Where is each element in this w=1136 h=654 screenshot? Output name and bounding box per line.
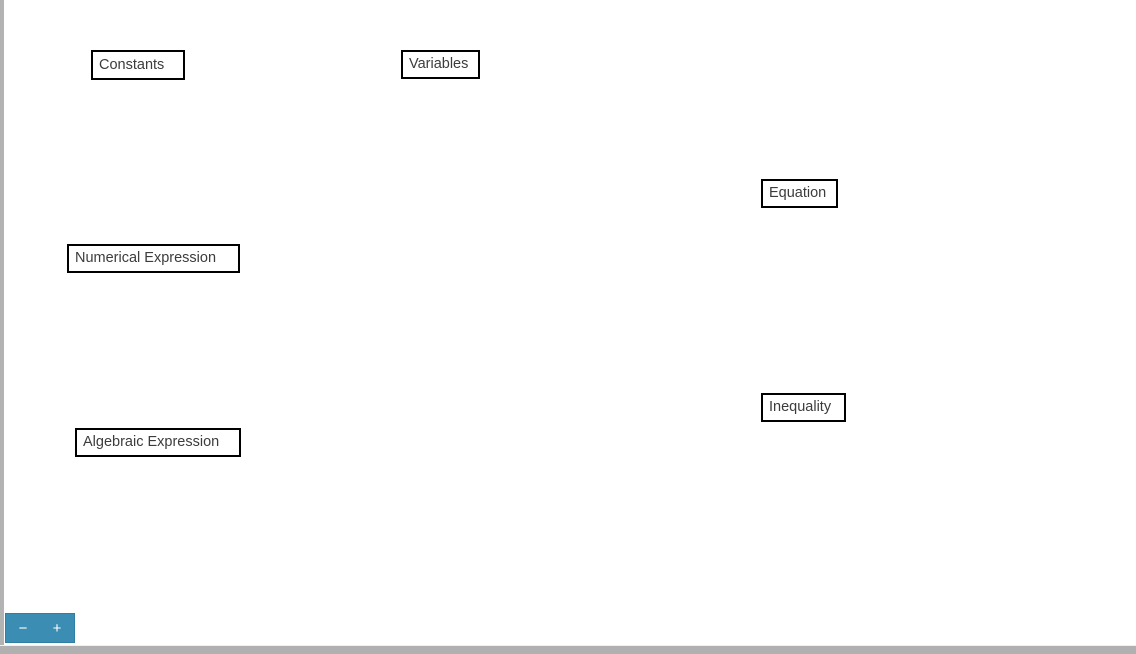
node-numerical-expression[interactable]: Numerical Expression bbox=[67, 244, 240, 273]
node-equation[interactable]: Equation bbox=[761, 179, 838, 208]
left-edge-rail bbox=[0, 0, 4, 645]
horizontal-scrollbar-thumb[interactable] bbox=[0, 646, 1136, 654]
node-label: Inequality bbox=[769, 399, 832, 416]
node-label: Variables bbox=[409, 56, 469, 73]
zoom-control[interactable]: − + bbox=[5, 613, 75, 643]
node-label: Equation bbox=[769, 185, 827, 202]
node-label: Algebraic Expression bbox=[83, 434, 220, 451]
node-label: Numerical Expression bbox=[75, 250, 217, 267]
zoom-out-button[interactable]: − bbox=[6, 614, 40, 642]
node-inequality[interactable]: Inequality bbox=[761, 393, 846, 422]
node-label: Constants bbox=[99, 56, 165, 73]
zoom-in-button[interactable]: + bbox=[40, 614, 74, 642]
node-constants[interactable]: Constants bbox=[91, 50, 185, 80]
node-algebraic-expression[interactable]: Algebraic Expression bbox=[75, 428, 241, 457]
horizontal-scrollbar[interactable] bbox=[0, 645, 1136, 654]
node-variables[interactable]: Variables bbox=[401, 50, 480, 79]
